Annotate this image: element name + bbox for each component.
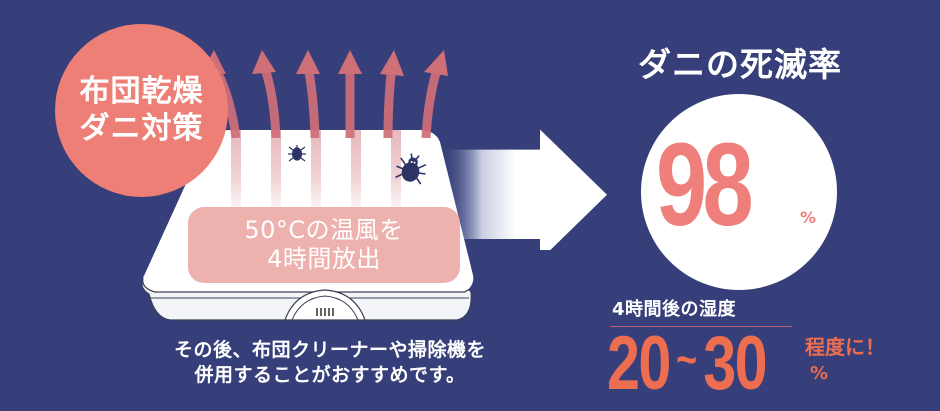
heat-arrow-icon (259, 64, 281, 138)
death-rate-circle (641, 94, 837, 290)
heat-arrow-icon (383, 65, 397, 138)
heat-arrow-icon (303, 65, 320, 138)
death-rate-value: 98 (656, 119, 754, 251)
death-rate-unit: % (800, 208, 817, 227)
futon-drying-mite-badge: 布団乾燥 ダニ対策 (55, 24, 228, 197)
humidity-separator: ~ (676, 333, 698, 385)
right-arrow-icon (440, 130, 607, 250)
caption-line2: 併用することがおすすめです。 (194, 363, 466, 386)
mite-icon (395, 153, 427, 185)
vent-icon (316, 308, 334, 316)
humidity-range: 20~30 (607, 326, 768, 402)
mite-death-rate-title: ダニの死滅率 (638, 45, 842, 84)
badge-line2: ダニ対策 (79, 110, 204, 146)
heat-arrow-icon (421, 64, 443, 138)
humidity-low: 20 (607, 321, 671, 406)
humidity-title: 4時間後の湿度 (612, 299, 737, 320)
caption-line1: その後、布団クリーナーや掃除機を (173, 339, 486, 361)
humidity-unit: % (810, 363, 829, 384)
heat-label-line2: 4時間放出 (267, 245, 381, 273)
recommendation-caption: その後、布団クリーナーや掃除機を 併用することがおすすめです。 (130, 338, 530, 387)
heat-output-label: 50°Cの温風を 4時間放出 (188, 207, 460, 283)
humidity-suffix: 程度に！ (805, 335, 885, 359)
heat-label-line1: 50°Cの温風を (244, 216, 404, 245)
humidity-high: 30 (703, 321, 767, 406)
heat-arrows (202, 50, 448, 138)
humidity-divider (610, 326, 792, 327)
badge-line1: 布団乾燥 (79, 73, 204, 109)
mite-icon (288, 145, 306, 162)
